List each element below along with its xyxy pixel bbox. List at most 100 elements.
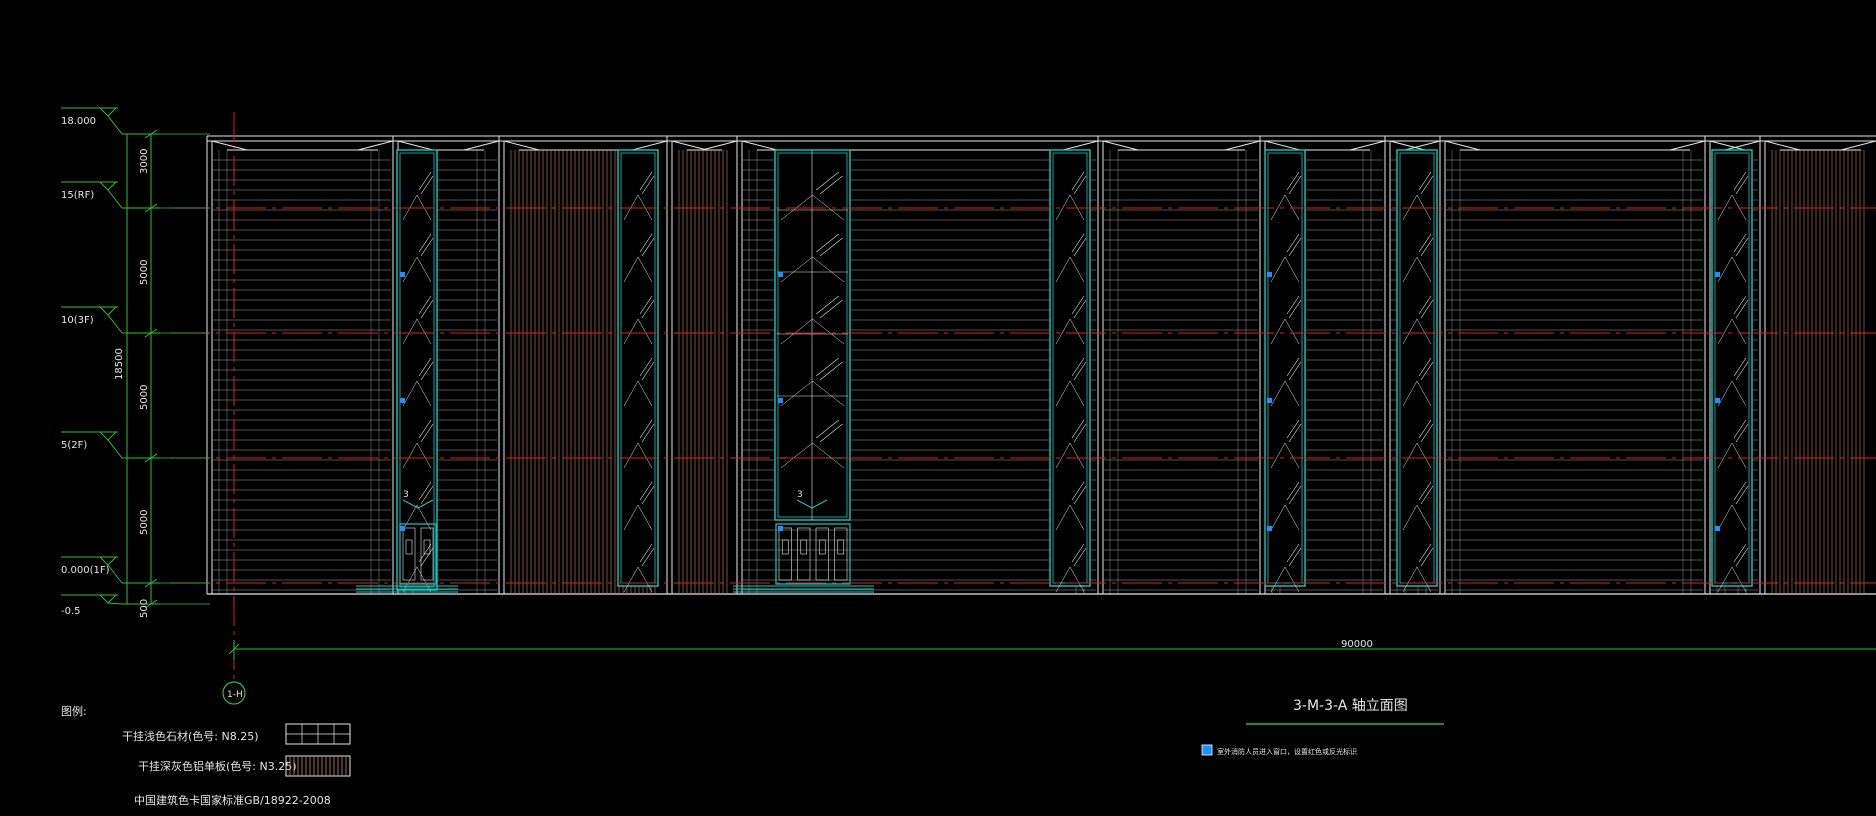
- glare: [1420, 361, 1434, 381]
- legend-item-1-label: 干挂浅色石材(色号: N8.25): [122, 729, 259, 743]
- glare: [816, 357, 839, 377]
- glare: [420, 175, 434, 195]
- glare: [641, 299, 655, 319]
- vent-mark: [780, 380, 845, 407]
- glare: [420, 547, 434, 567]
- glare: [1286, 357, 1300, 377]
- glare: [641, 485, 655, 505]
- glare: [1288, 299, 1302, 319]
- glare: [816, 295, 839, 315]
- floor-lines: [170, 112, 1876, 680]
- vent-mark: [402, 504, 432, 531]
- glare: [1733, 419, 1747, 439]
- glass-strip-7: [1711, 149, 1753, 587]
- level-link: [107, 439, 123, 459]
- chamfer: [741, 140, 778, 151]
- vent-mark: [780, 194, 845, 221]
- glare: [1418, 481, 1432, 501]
- glare: [420, 485, 434, 505]
- glare: [1073, 175, 1087, 195]
- glass-strip-4: [1049, 149, 1091, 587]
- vent-mark: [1055, 566, 1085, 593]
- glass-strip-5-inner: [1267, 152, 1303, 584]
- glare: [1071, 295, 1085, 315]
- glare: [1288, 237, 1302, 257]
- chamfer: [1389, 140, 1426, 151]
- glare: [1286, 419, 1300, 439]
- entrance-door-2-leaf: [815, 527, 829, 581]
- glass-strip-1-inner: [399, 152, 435, 588]
- glare: [1733, 357, 1747, 377]
- rescue-marker: [1715, 526, 1720, 531]
- vent-mark: [1402, 504, 1432, 531]
- level-link: [107, 602, 123, 605]
- glare: [639, 295, 653, 315]
- glare: [1735, 485, 1749, 505]
- glare: [1733, 543, 1747, 563]
- legend-standard: 中国建筑色卡国家标准GB/18922-2008: [134, 793, 331, 807]
- glare: [1733, 171, 1747, 191]
- level-triangle: [99, 594, 117, 604]
- vent-mark: [1055, 442, 1085, 469]
- vent-mark: [402, 442, 432, 469]
- glare: [819, 361, 843, 381]
- vent-mark: [1402, 318, 1432, 345]
- glare: [1073, 485, 1087, 505]
- rescue-marker: [778, 272, 783, 277]
- glare: [641, 237, 655, 257]
- glare: [1420, 237, 1434, 257]
- glare: [1735, 361, 1749, 381]
- level-triangle: [99, 107, 117, 117]
- dim-seg-4: 5000: [139, 510, 150, 535]
- vent-mark: [623, 256, 653, 283]
- vent-mark: [1270, 380, 1300, 407]
- glare: [1420, 547, 1434, 567]
- door-canopy-1: [402, 499, 434, 509]
- glare: [1288, 361, 1302, 381]
- vent-mark: [1402, 194, 1432, 221]
- glass-strip-5: [1264, 149, 1306, 587]
- glare: [641, 361, 655, 381]
- glare: [641, 547, 655, 567]
- glare: [1286, 233, 1300, 253]
- glare: [420, 423, 434, 443]
- vent-mark: [1717, 442, 1747, 469]
- glare: [1420, 423, 1434, 443]
- glare: [418, 295, 432, 315]
- glare: [1735, 547, 1749, 567]
- note-text: 室外消防人员进入窗口，设置红色或反光标识: [1217, 747, 1357, 756]
- chamfer: [1404, 140, 1441, 151]
- level-label-3f: 10(3F): [61, 315, 94, 326]
- glass-strip-2: [617, 149, 659, 587]
- glare: [420, 299, 434, 319]
- dim-total-width: 90000: [1341, 639, 1373, 650]
- entrance-door-2-leaf: [834, 527, 848, 581]
- vent-mark: [1717, 194, 1747, 221]
- entrance-door-1-leaf: [420, 527, 434, 581]
- vent-mark: [402, 194, 432, 221]
- rescue-marker: [1715, 272, 1720, 277]
- rescue-marker: [1267, 526, 1272, 531]
- vent-mark: [1717, 256, 1747, 283]
- door-canopy-2: [796, 499, 828, 509]
- rescue-marker: [400, 526, 405, 531]
- rescue-marker: [1267, 272, 1272, 277]
- glare: [1418, 171, 1432, 191]
- glare: [1735, 175, 1749, 195]
- glare: [819, 423, 843, 443]
- entrance-door-1: [399, 523, 437, 585]
- entrance-door-2-handle: [818, 539, 826, 555]
- chamfer: [1709, 140, 1746, 151]
- chamfer: [211, 140, 248, 151]
- rescue-marker: [778, 526, 783, 531]
- vent-mark: [623, 566, 653, 593]
- level-label-18: 18.000: [61, 116, 96, 127]
- glare: [639, 543, 653, 563]
- glare: [819, 299, 843, 319]
- dim-total-height: 18500: [114, 348, 125, 380]
- glare: [418, 419, 432, 439]
- entrance-door-1-handle: [423, 539, 431, 555]
- glare: [1420, 299, 1434, 319]
- glare: [639, 481, 653, 501]
